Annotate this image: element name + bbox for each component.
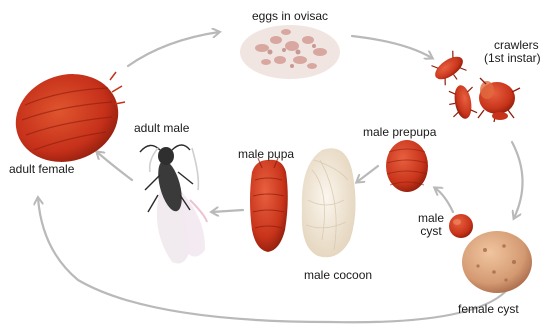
arrow-female-to-eggs (128, 32, 219, 66)
label-adult-male: adult male (134, 122, 189, 135)
label-male-cyst: male cyst (418, 212, 444, 238)
label-crawlers-line2: (1st instar) (484, 52, 541, 65)
female-cyst-icon (462, 231, 532, 293)
arrow-malecyst-to-prepupa (435, 188, 453, 212)
adult-female-icon (4, 61, 129, 175)
arrow-eggs-to-crawlers (352, 36, 432, 58)
eggs-ovisac-icon (240, 25, 340, 79)
male-cocoon-icon (302, 148, 356, 257)
label-male-pupa: male pupa (238, 148, 294, 161)
label-adult-female: adult female (9, 163, 74, 176)
arrow-crawlers-to-cyst (512, 142, 523, 218)
male-pupa-icon (250, 158, 288, 252)
arrow-prepupa-to-cocoon (357, 166, 378, 182)
label-male-cocoon: male cocoon (304, 269, 372, 282)
label-crawlers: crawlers (1st instar) (484, 39, 541, 65)
label-male-prepupa: male prepupa (363, 126, 436, 139)
male-cyst-icon (449, 214, 473, 238)
label-male-cyst-line2: cyst (418, 225, 444, 238)
label-female-cyst: female cyst (458, 303, 519, 316)
adult-male-icon (140, 145, 207, 264)
arrow-pupa-to-adultmale (212, 210, 243, 212)
label-eggs-in-ovisac: eggs in ovisac (252, 10, 328, 23)
male-prepupa-icon (386, 140, 428, 192)
arrow-adultmale-to-female (97, 152, 132, 180)
